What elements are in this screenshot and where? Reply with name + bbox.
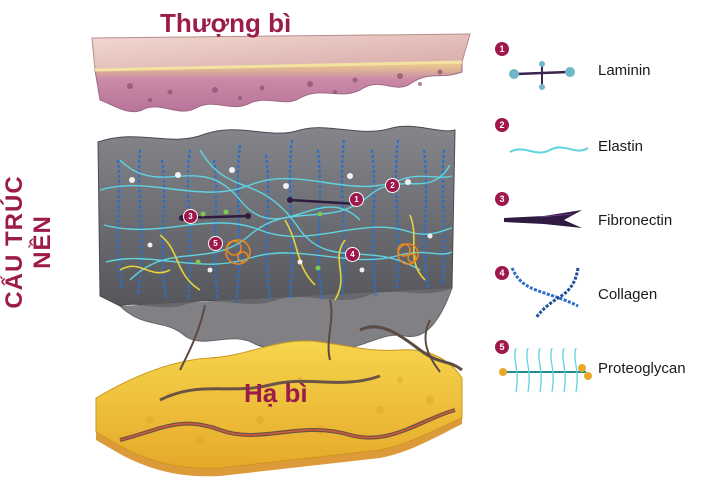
- legend-label: Elastin: [598, 138, 644, 155]
- collagen-icon: [510, 267, 580, 319]
- epidermis-label: Thượng bì: [160, 8, 292, 38]
- matrix-block: [97, 125, 456, 349]
- dermis-label: Hạ bì: [244, 378, 308, 408]
- legend-number: 3: [495, 192, 509, 206]
- legend-item-proteoglycan: 5 Proteoglycan: [495, 340, 720, 400]
- legend-label: Proteoglycan: [598, 360, 686, 377]
- elastin-icon: [509, 146, 589, 154]
- marker-laminin: 1: [349, 192, 364, 207]
- legend-label: Laminin: [598, 62, 651, 79]
- proteoglycan-cluster: [225, 239, 419, 265]
- legend-label: Fibronectin: [598, 212, 673, 229]
- proteoglycan-icon: [499, 347, 592, 393]
- marker-proteoglycan: 5: [208, 236, 223, 251]
- legend-number: 5: [495, 340, 509, 354]
- laminin-icon: [509, 61, 575, 90]
- matrix-side-label: CẤU TRÚC NỀN: [1, 175, 56, 309]
- legend-item-fibronectin: 3 Fibronectin: [495, 192, 720, 252]
- marker-collagen: 4: [345, 247, 360, 262]
- legend-item-elastin: 2 Elastin: [495, 118, 720, 178]
- epidermis-layer: [91, 33, 471, 113]
- legend-item-collagen: 4 Collagen: [495, 266, 720, 326]
- fibronectin-icon: [504, 210, 582, 228]
- legend-number: 1: [495, 42, 509, 56]
- blood-vessels: [119, 299, 463, 442]
- legend-number: 2: [495, 118, 509, 132]
- marker-fibronectin: 3: [183, 209, 198, 224]
- legend-item-laminin: 1 Laminin: [495, 42, 720, 102]
- legend-label: Collagen: [598, 286, 658, 303]
- marker-elastin: 2: [385, 178, 400, 193]
- legend-number: 4: [495, 266, 509, 280]
